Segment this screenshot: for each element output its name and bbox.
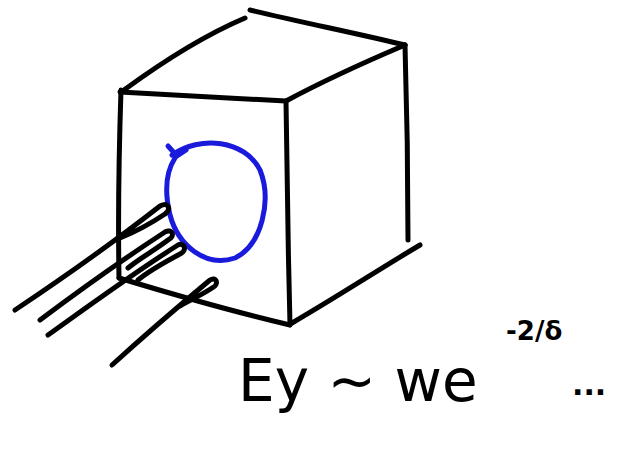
finger-stroke: [40, 231, 172, 320]
cube-edge: [120, 92, 286, 101]
cube-edge: [286, 45, 405, 101]
finger-stroke: [112, 279, 216, 365]
cube-edge: [119, 90, 121, 278]
cube-edge: [124, 18, 245, 90]
cube-edge: [286, 101, 290, 325]
cube-edge: [250, 10, 405, 45]
cube-edge: [292, 245, 420, 323]
cube-edge: [405, 45, 408, 240]
rotation-arrowhead: [168, 146, 186, 156]
formula-text: Ey ~ we: [238, 352, 478, 410]
exponent-text: -2/δ: [506, 318, 562, 344]
ellipsis-text: ...: [572, 370, 606, 400]
